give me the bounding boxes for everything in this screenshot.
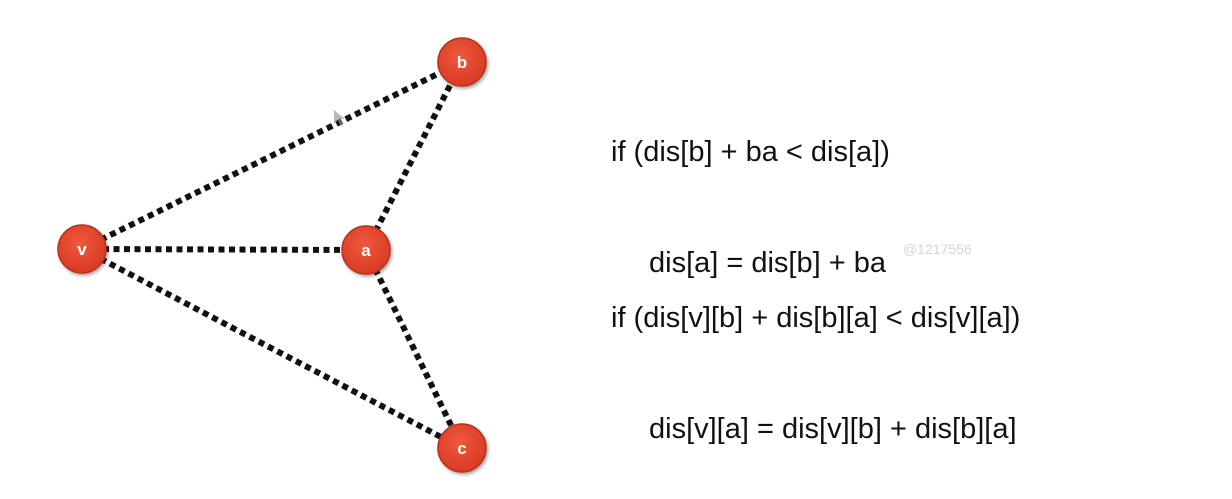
node-b-label: b — [457, 53, 467, 72]
node-c-circle — [437, 423, 487, 473]
code-block-2-assignment: dis[v][a] = dis[v][b] + dis[b][a] — [649, 413, 1017, 445]
node-b: b — [437, 37, 487, 87]
node-c: c — [437, 423, 487, 473]
code-block-2: if (dis[v][b] + dis[b][a] < dis[v][a]) d… — [611, 226, 1020, 485]
node-v: v — [57, 224, 107, 274]
edge-v-c — [80, 246, 464, 451]
node-v-label: v — [77, 240, 87, 259]
node-a: a — [341, 225, 391, 275]
edge-v-a — [81, 246, 367, 253]
code-block-2-condition: if (dis[v][b] + dis[b][a] < dis[v][a]) — [611, 302, 1021, 334]
edge-a-c — [363, 248, 465, 450]
nodes: v a b c — [57, 37, 487, 473]
edge-v-b — [80, 59, 464, 252]
code-block-1-assignment: dis[a] = dis[b] + ba — [649, 247, 886, 279]
node-a-label: a — [361, 241, 371, 260]
node-b-circle — [437, 37, 487, 87]
node-a-circle — [341, 225, 391, 275]
code-block-1: if (dis[b] + ba < dis[a]) dis[a] = dis[b… — [611, 60, 890, 319]
edge-a-b — [363, 60, 465, 252]
cursor-icon — [334, 110, 345, 126]
node-c-label: c — [457, 439, 466, 458]
edges — [80, 59, 465, 451]
graph-diagram: v a b c — [57, 37, 487, 473]
node-v-circle — [57, 224, 107, 274]
watermark: @1217556 — [903, 241, 972, 257]
code-block-1-condition: if (dis[b] + ba < dis[a]) — [611, 136, 890, 168]
